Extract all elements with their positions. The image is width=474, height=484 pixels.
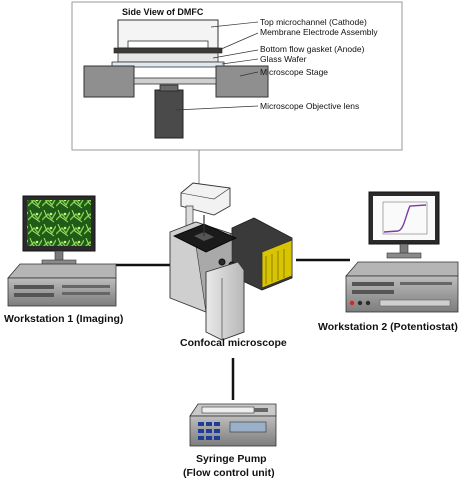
microscope-label: Confocal microscope bbox=[180, 337, 287, 349]
laser-unit-panel bbox=[261, 239, 293, 289]
pc-1-top bbox=[7, 263, 117, 279]
bottom-flow-gasket bbox=[117, 52, 219, 63]
leader-lines bbox=[175, 21, 259, 111]
objective-tip bbox=[159, 84, 179, 92]
monitor-1-stand bbox=[54, 250, 64, 262]
workstation-1-label: Workstation 1 (Imaging) bbox=[4, 313, 123, 325]
cables bbox=[115, 258, 350, 400]
workstation-1 bbox=[7, 195, 117, 307]
pc-2-ports bbox=[379, 299, 451, 307]
monitor-1-screen bbox=[27, 200, 91, 246]
label-gasket: Bottom flow gasket (Anode) bbox=[260, 44, 365, 54]
plot-frame bbox=[382, 201, 428, 235]
pump-label-line1: Syringe Pump bbox=[196, 453, 267, 465]
pump-syringe bbox=[201, 406, 255, 414]
cathode-channel bbox=[127, 40, 209, 49]
pc-2-drive-a bbox=[352, 282, 394, 286]
pump-keypad bbox=[198, 422, 220, 440]
label-mea: Membrane Electrode Assembly bbox=[260, 27, 378, 37]
pc-1-drive-b bbox=[14, 293, 54, 297]
monitor-2-base bbox=[386, 252, 422, 259]
confocal-microscope bbox=[169, 182, 293, 341]
laser-unit-grille bbox=[265, 249, 285, 284]
pc-1-vent-b bbox=[62, 292, 110, 295]
microscope-base bbox=[205, 261, 245, 341]
pc-2-knob-1 bbox=[357, 300, 363, 306]
monitor-2-stand bbox=[399, 243, 409, 255]
pump-label-line2: (Flow control unit) bbox=[183, 467, 275, 479]
stage-plate bbox=[133, 77, 217, 85]
pc-2-vent bbox=[400, 282, 452, 285]
label-objective: Microscope Objective lens bbox=[260, 101, 359, 111]
objective-lens bbox=[154, 89, 184, 139]
syringe-pump bbox=[189, 403, 277, 447]
label-wafer: Glass Wafer bbox=[260, 54, 307, 64]
pc-2-knob-2 bbox=[365, 300, 371, 306]
pc-2-led-red bbox=[349, 300, 355, 306]
stage-sample bbox=[194, 232, 214, 241]
glass-wafer bbox=[111, 61, 225, 68]
pc-1-drive-a bbox=[14, 285, 54, 289]
pc-2-drive-b bbox=[352, 290, 394, 294]
monitor-2-screen bbox=[373, 196, 435, 240]
label-top-microchannel: Top microchannel (Cathode) bbox=[260, 17, 367, 27]
stage-left bbox=[83, 65, 135, 98]
label-stage: Microscope Stage bbox=[260, 67, 328, 77]
scan-arm bbox=[185, 205, 194, 227]
focus-knob-1 bbox=[218, 258, 226, 266]
pc-1-vent-a bbox=[62, 285, 110, 288]
pc-2-top bbox=[345, 261, 459, 277]
pump-display bbox=[229, 421, 267, 433]
plot-curve bbox=[383, 204, 427, 233]
inset-title: Side View of DMFC bbox=[122, 7, 204, 17]
scan-head-edge bbox=[180, 187, 231, 200]
workstation-2-label: Workstation 2 (Potentiostat) bbox=[318, 321, 458, 333]
side-view-inset: Side View of DMFC Top microchannel (Cath… bbox=[71, 1, 403, 151]
pump-plunger bbox=[254, 408, 268, 412]
workstation-2 bbox=[345, 191, 459, 313]
membrane-electrode-assembly bbox=[113, 47, 223, 54]
